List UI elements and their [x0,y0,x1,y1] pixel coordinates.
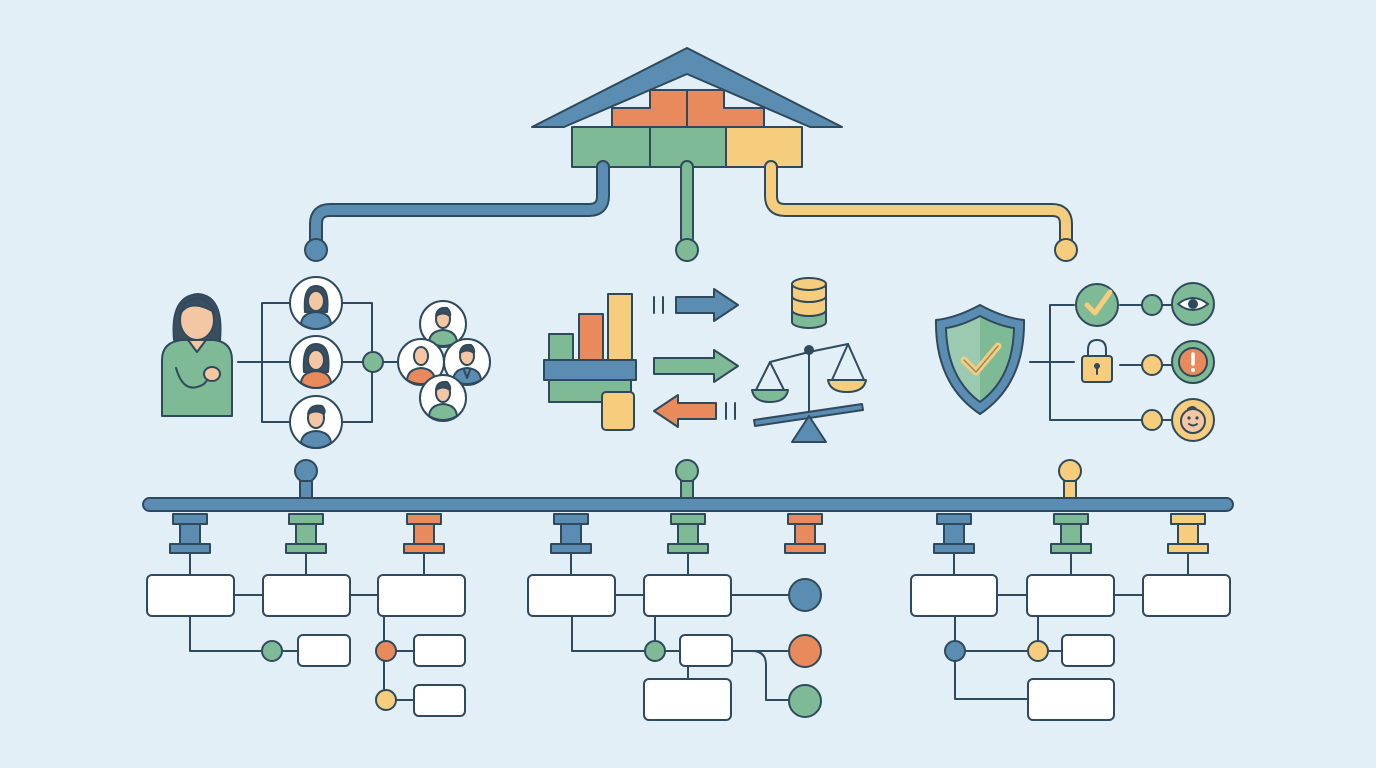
lower-tree-left [146,552,466,717]
tree-node-orange [375,640,397,662]
tree-node-yellow [375,689,397,711]
lower-tree-middle [527,552,822,721]
balance-scale-icon [751,343,867,443]
bar-green [548,333,574,361]
coin-stack-icon [791,277,827,329]
security-cluster [934,282,1215,442]
bus-peg [667,513,709,554]
bar-yellow [607,293,633,361]
bar-chart-icon [543,293,637,431]
node-box-small [413,684,466,717]
group-member-left [397,338,445,386]
chart-base-blue [543,359,637,381]
group-member-right [443,338,491,386]
person-icon [161,293,233,417]
data-finance-cluster [543,277,867,443]
tree-node-blue [788,578,822,612]
node-box [643,678,732,721]
node-green-top [675,238,699,262]
arrow-right-icon [653,288,739,322]
checkmark-icon [1075,283,1119,327]
top-connector-blue [304,160,610,262]
node-blue-top [304,238,328,262]
tree-node-green [644,640,666,662]
security-tree-lines [1029,304,1173,421]
people-cluster [161,276,491,449]
node-box [377,574,466,617]
bus-connector-green [675,459,699,502]
top-connector-green [675,160,699,262]
tree-node-orange [788,634,822,668]
security-node-yellow-bottom [1141,409,1163,431]
node-box [1142,574,1231,617]
shield-check-icon [934,304,1026,415]
node-box [146,574,235,617]
node-box-small [1061,634,1115,667]
group-member-bottom [419,374,467,422]
house-roof-blocks-icon [531,47,843,168]
tree-node-blue [944,640,966,662]
team-member-icon [289,276,343,330]
house-block-yellow [725,126,803,168]
group-icon [397,300,491,422]
node-box [1026,574,1115,617]
node-yellow-top [1054,238,1078,262]
security-node-green [1141,294,1163,316]
bus-peg [933,513,975,554]
bus-pegs [169,513,1209,554]
people-junction-node [362,351,384,373]
tree-node-yellow [1027,640,1049,662]
chart-block-yellow [601,391,635,431]
house-block-green-left [571,126,651,168]
security-node-yellow-mid [1141,354,1163,376]
node-box [262,574,351,617]
node-box [910,574,998,617]
bus-peg [550,513,592,554]
baby-face-icon [1171,398,1215,442]
arrow-left-icon [653,394,736,428]
bus-peg [1167,513,1209,554]
alert-icon [1171,340,1215,384]
node-box [527,574,616,617]
lock-icon [1081,339,1113,383]
node-box-small [297,634,351,667]
node-box-small [413,634,466,667]
top-connector-yellow [764,160,1078,262]
tree-node-green [261,640,283,662]
bus-peg [285,513,327,554]
eye-icon [1171,282,1215,326]
bus-connector-blue [294,459,318,502]
team-member-icon [289,395,343,449]
lower-tree-right [910,552,1231,721]
team-member-icon [289,335,343,389]
arrow-right-icon [653,349,739,383]
node-box [643,574,732,617]
node-box [1027,678,1115,721]
bus-bar [142,497,1234,512]
group-member-top [419,300,467,348]
bus-peg [169,513,211,554]
tree-node-green-large [788,684,822,718]
bus-connector-yellow [1058,459,1082,502]
bar-orange [578,313,604,361]
bus-peg [403,513,445,554]
node-box-small [679,634,733,667]
bus-peg [784,513,826,554]
bus-peg [1050,513,1092,554]
